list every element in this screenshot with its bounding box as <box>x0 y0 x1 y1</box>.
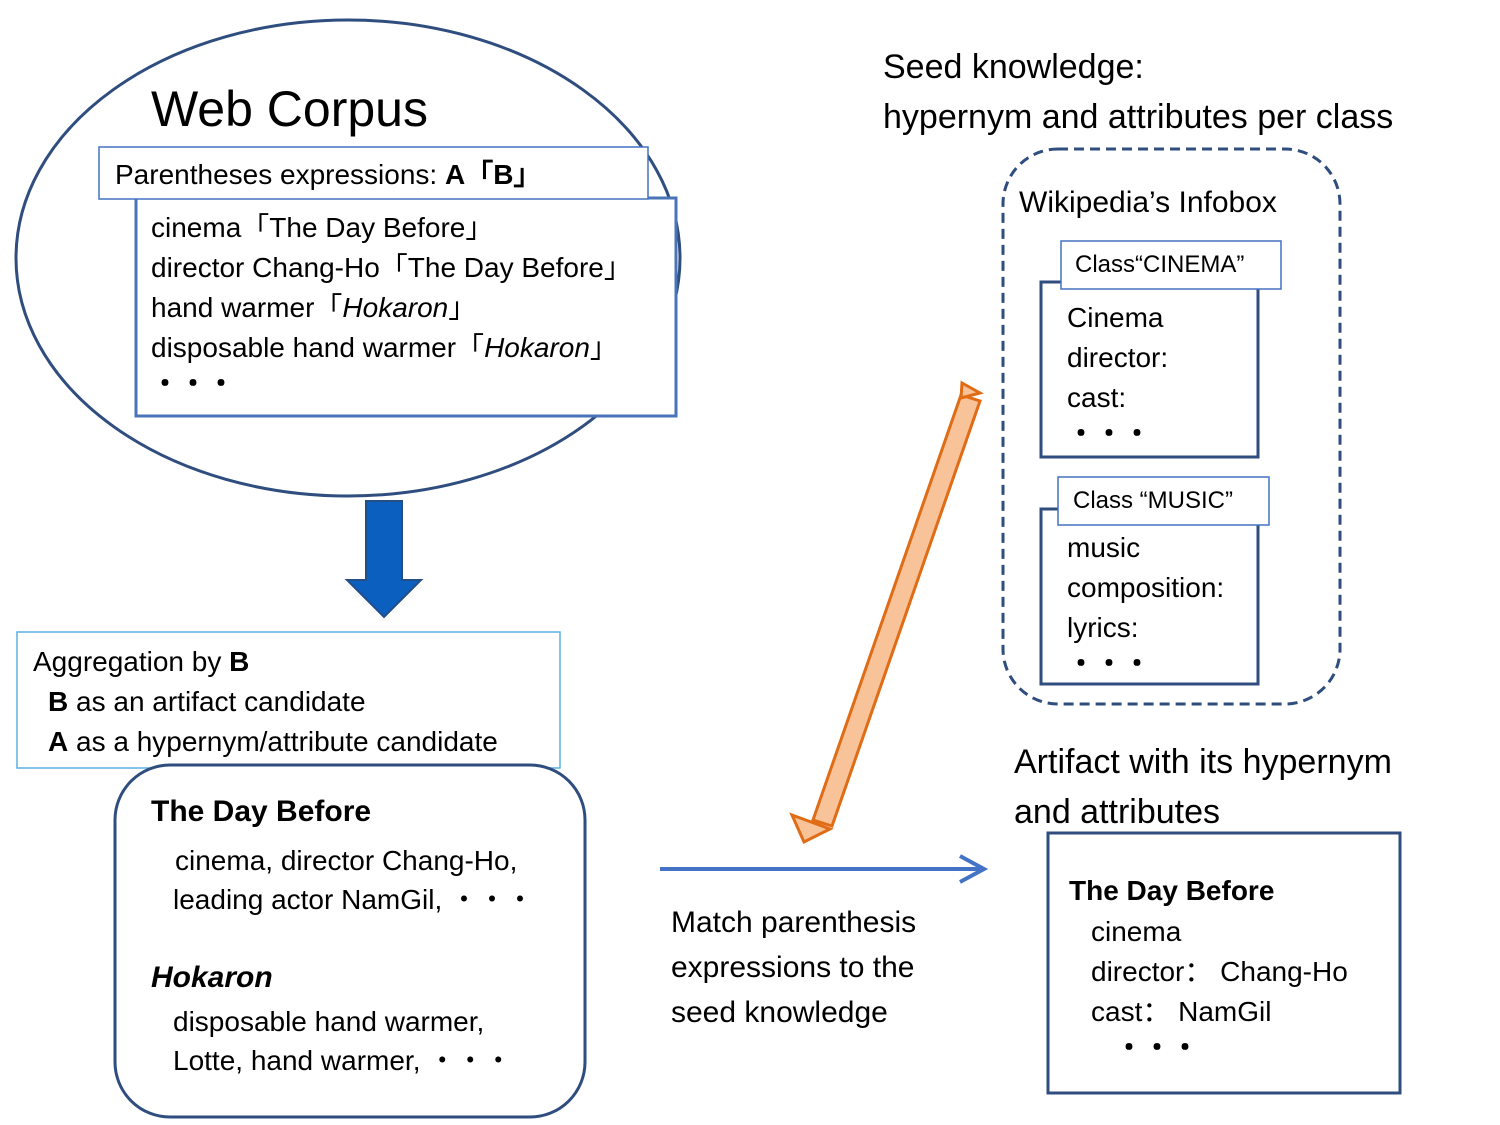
result-line: leading actor NamGil, ・・・ <box>173 884 535 915</box>
example-prefix: director Chang-Ho「 <box>151 252 408 283</box>
result-line: disposable hand warmer, <box>173 1006 485 1037</box>
orange-arrow-shape <box>789 380 984 845</box>
example-prefix: disposable hand warmer「 <box>151 332 485 363</box>
class-music-header: Class “MUSIC” <box>1073 487 1233 514</box>
aggregation-bold: B <box>48 686 69 717</box>
result-artifact: The Day Before <box>1069 875 1275 906</box>
aggregation-line-1: Aggregation by B <box>33 648 249 676</box>
aggregation-text: as an artifact candidate <box>68 686 366 717</box>
aggregation-text: Aggregation by <box>33 646 230 677</box>
aggregation-bold: A <box>48 726 69 757</box>
seed-title-line-2: hypernym and attributes per class <box>883 98 1394 136</box>
class-item: music <box>1067 532 1141 563</box>
aggregated-results-box <box>113 763 587 1119</box>
result-box <box>1046 831 1402 1095</box>
paren-header-box <box>98 146 649 200</box>
class-cinema-header-box <box>1060 240 1282 290</box>
example-b: The Day Before <box>269 212 466 243</box>
example-suffix: 」 <box>448 292 477 323</box>
example-suffix: 」 <box>465 212 494 243</box>
class-cinema-box <box>1039 280 1260 459</box>
class-item: Cinema <box>1067 302 1164 333</box>
class-item: lyrics: <box>1067 612 1139 643</box>
class-music-header-box <box>1057 476 1270 526</box>
class-item: director: <box>1067 342 1169 373</box>
aggregation-text: as a hypernym/attribute candidate <box>68 726 498 757</box>
result-attr-line: director： Chang-Ho <box>1091 956 1348 987</box>
example-line-1: director Chang-Ho「The Day Before」 <box>151 254 632 282</box>
aggregation-line-3: A as a hypernym/attribute candidate <box>48 728 498 756</box>
infobox-title: Wikipedia’s Infobox <box>1019 186 1277 219</box>
example-line-0: cinema「The Day Before」 <box>151 214 493 242</box>
example-prefix: cinema「 <box>151 212 270 243</box>
result-line: Lotte, hand warmer, ・・・ <box>173 1045 513 1076</box>
class-music-box <box>1039 507 1260 686</box>
example-suffix: 」 <box>603 252 632 283</box>
example-ellipsis: ・・・ <box>151 368 236 399</box>
example-suffix: 」 <box>589 332 618 363</box>
result-attr-line: cast： NamGil <box>1091 996 1272 1027</box>
example-b: Hokaron <box>484 332 590 363</box>
match-label-line: seed knowledge <box>671 996 888 1029</box>
result-title-line-2: and attributes <box>1014 793 1221 831</box>
example-line-3: disposable hand warmer「Hokaron」 <box>151 334 618 362</box>
result-title-hokaron: Hokaron <box>151 961 273 994</box>
web-corpus-title: Web Corpus <box>151 81 428 137</box>
class-cinema-header: Class“CINEMA” <box>1075 251 1245 278</box>
paren-header: Parentheses expressions: A「B」 <box>115 161 541 189</box>
aggregation-box <box>16 631 561 769</box>
match-arrow-head <box>959 854 989 884</box>
example-line-2: hand warmer「Hokaron」 <box>151 294 476 322</box>
result-title-line-1: Artifact with its hypernym <box>1014 743 1392 781</box>
infobox-dashed-box <box>1001 147 1342 706</box>
result-title-day-before: The Day Before <box>151 795 372 828</box>
match-label-line: expressions to the <box>671 951 915 984</box>
result-ellipsis: ・・・ <box>1115 1032 1200 1063</box>
paren-header-pattern: A「B」 <box>444 159 542 190</box>
class-item-ellipsis: ・・・ <box>1067 648 1152 679</box>
example-b: The Day Before <box>407 252 604 283</box>
example-b: Hokaron <box>342 292 449 323</box>
match-label-line: Match parenthesis <box>671 906 917 939</box>
examples-box <box>134 196 678 418</box>
aggregation-line-2: B as an artifact candidate <box>48 688 366 716</box>
down-arrow <box>344 500 424 619</box>
paren-header-label: Parentheses expressions: <box>115 159 445 190</box>
class-item-ellipsis: ・・・ <box>1067 418 1152 449</box>
result-line: cinema, director Chang-Ho, <box>175 845 518 876</box>
seed-title-line-1: Seed knowledge: <box>883 48 1144 86</box>
class-item: composition: <box>1067 572 1225 603</box>
result-attr-line: cinema <box>1091 916 1182 947</box>
example-prefix: hand warmer「 <box>151 292 343 323</box>
class-item: cast: <box>1067 382 1127 413</box>
aggregation-bold: B <box>229 646 250 677</box>
